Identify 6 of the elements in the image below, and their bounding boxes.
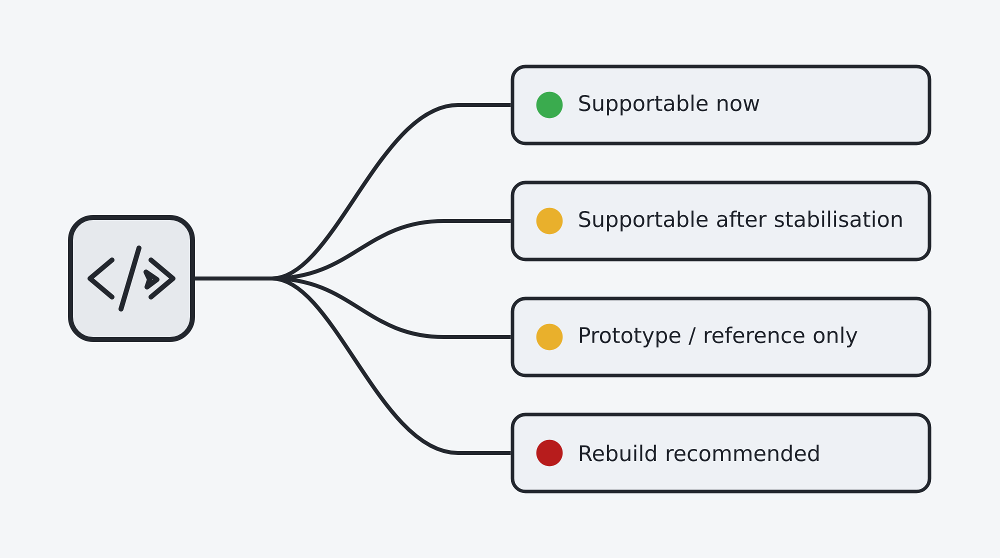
- connector-line: [195, 276, 272, 280]
- status-box: Rebuild recommended: [510, 412, 932, 494]
- status-box: Prototype / reference only: [510, 296, 932, 378]
- code-tile: [68, 215, 195, 342]
- status-box: Supportable after stabilisation: [510, 180, 932, 262]
- status-box: Supportable now: [510, 64, 932, 146]
